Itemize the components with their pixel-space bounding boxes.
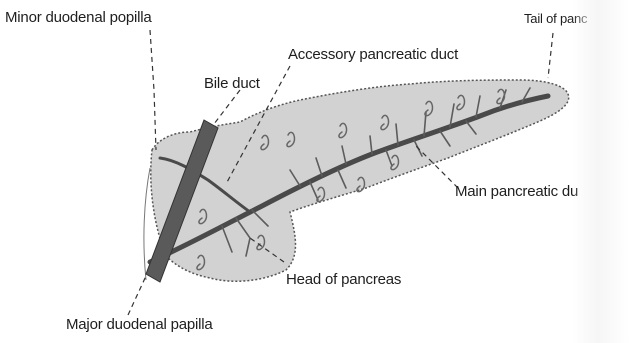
label-bile-duct: Bile duct [204, 76, 260, 91]
leader-minor-papilla [150, 30, 156, 150]
label-major-duodenal-papilla: Major duodenal papilla [66, 317, 213, 332]
scan-edge-fade [572, 0, 630, 343]
label-accessory-pancreatic-duct: Accessory pancreatic duct [288, 47, 458, 62]
leader-tail [548, 33, 553, 78]
pancreas-body [151, 80, 569, 281]
label-minor-duodenal-papilla: Minor duodenal popilla [5, 10, 152, 25]
leader-major-papilla [128, 276, 146, 315]
label-head-of-pancreas: Head of pancreas [286, 272, 401, 287]
label-main-pancreatic-duct: Main pancreatic du [455, 184, 578, 199]
leader-bile-duct [214, 90, 240, 124]
